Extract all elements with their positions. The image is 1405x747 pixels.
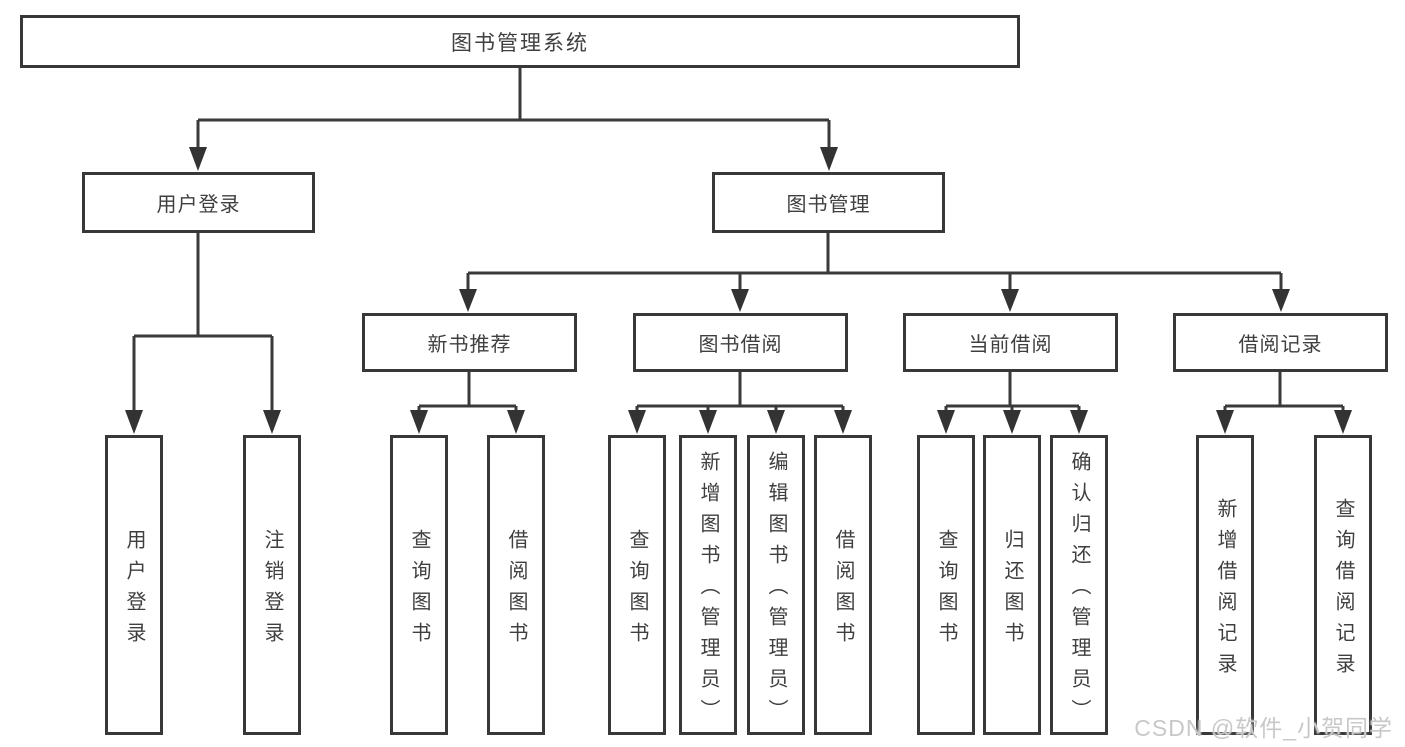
leaf-confirm-return-admin-label: 确认归还（管理员） [1068,451,1090,730]
node-current-borrow: 当前借阅 [903,313,1118,372]
leaf-add-borrow-record-label: 新增借阅记录 [1214,497,1236,684]
leaf-query-books-3-label: 查询图书 [935,528,957,653]
node-current-borrow-label: 当前借阅 [968,334,1053,356]
node-book-management: 图书管理 [712,172,945,233]
node-user-login-group-label: 用户登录 [156,194,241,216]
node-new-book-recommend: 新书推荐 [362,313,577,372]
node-book-management-label: 图书管理 [786,194,871,216]
node-book-borrow: 图书借阅 [633,313,848,372]
leaf-query-books-2: 查询图书 [608,435,666,735]
node-borrow-records-label: 借阅记录 [1238,334,1323,356]
leaf-query-books-1: 查询图书 [390,435,448,735]
leaf-query-books-3: 查询图书 [917,435,975,735]
leaf-add-borrow-record: 新增借阅记录 [1196,435,1254,735]
leaf-query-borrow-record-label: 查询借阅记录 [1332,497,1354,684]
leaf-borrow-books-2: 借阅图书 [814,435,872,735]
leaf-logout-label: 注销登录 [261,528,283,653]
leaf-borrow-books-2-label: 借阅图书 [832,528,854,653]
leaf-return-books: 归还图书 [983,435,1041,735]
leaf-logout: 注销登录 [243,435,301,735]
leaf-add-books-admin: 新增图书（管理员） [679,435,737,735]
leaf-add-books-admin-label: 新增图书（管理员） [697,451,719,730]
node-root-label: 图书管理系统 [451,31,589,55]
arrowheads [125,147,1352,434]
leaf-return-books-label: 归还图书 [1001,528,1023,653]
leaf-borrow-books-1-label: 借阅图书 [505,528,527,653]
leaf-query-books-1-label: 查询图书 [408,528,430,653]
node-book-borrow-label: 图书借阅 [698,334,783,356]
node-root-system: 图书管理系统 [20,15,1020,68]
leaf-user-login: 用户登录 [105,435,163,735]
node-borrow-records: 借阅记录 [1173,313,1388,372]
leaf-confirm-return-admin: 确认归还（管理员） [1050,435,1108,735]
node-user-login-group: 用户登录 [82,172,315,233]
leaf-query-books-2-label: 查询图书 [626,528,648,653]
node-new-book-recommend-label: 新书推荐 [427,334,512,356]
csdn-watermark: CSDN @软件_小贺同学 [1134,715,1393,741]
leaf-borrow-books-1: 借阅图书 [487,435,545,735]
leaf-edit-books-admin-label: 编辑图书（管理员） [765,451,787,730]
leaf-query-borrow-record: 查询借阅记录 [1314,435,1372,735]
leaf-user-login-label: 用户登录 [123,528,145,653]
leaf-edit-books-admin: 编辑图书（管理员） [747,435,805,735]
